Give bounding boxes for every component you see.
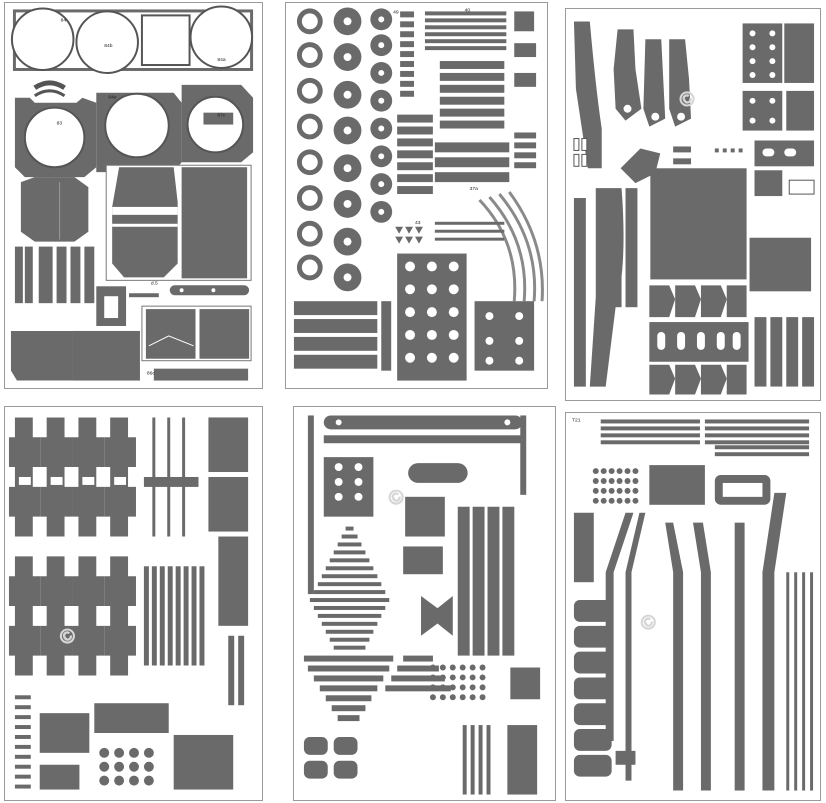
- parts-sheet-5: ©: [293, 406, 556, 801]
- svg-text:©: ©: [637, 607, 666, 636]
- parts-sheet-1: 84 84b 84a 83 84e 87c d.5 86c: [4, 2, 263, 389]
- parts-sheet-3: ©: [565, 8, 821, 401]
- sheet-3-drawing: ©: [573, 21, 815, 395]
- svg-text:86c: 86c: [147, 371, 156, 377]
- sheet-2-drawing: 49 40 37a 43: [293, 7, 544, 381]
- svg-text:T21: T21: [572, 417, 581, 423]
- parts-sheet-6: T21 ©: [565, 412, 821, 801]
- svg-text:43: 43: [415, 220, 421, 226]
- svg-text:84b: 84b: [104, 43, 113, 49]
- svg-text:84: 84: [61, 17, 67, 23]
- parts-sheet-4: ©: [4, 406, 263, 801]
- sheet-5-drawing: ©: [303, 415, 541, 795]
- svg-text:84a: 84a: [217, 57, 226, 63]
- svg-text:87c: 87c: [217, 113, 226, 119]
- sheet-1-drawing: 84 84b 84a 83 84e 87c d.5 86c: [10, 5, 254, 381]
- svg-text:40: 40: [465, 7, 471, 13]
- svg-text:84e: 84e: [108, 95, 117, 101]
- sheet-6-drawing: T21 ©: [572, 417, 814, 791]
- svg-text:d.5: d.5: [151, 280, 158, 286]
- svg-text:49: 49: [393, 9, 399, 15]
- svg-text:83: 83: [57, 121, 63, 127]
- parts-sheet-2: 49 40 37a 43: [285, 2, 548, 389]
- svg-text:37a: 37a: [470, 186, 479, 192]
- sheet-4-drawing: ©: [8, 417, 249, 790]
